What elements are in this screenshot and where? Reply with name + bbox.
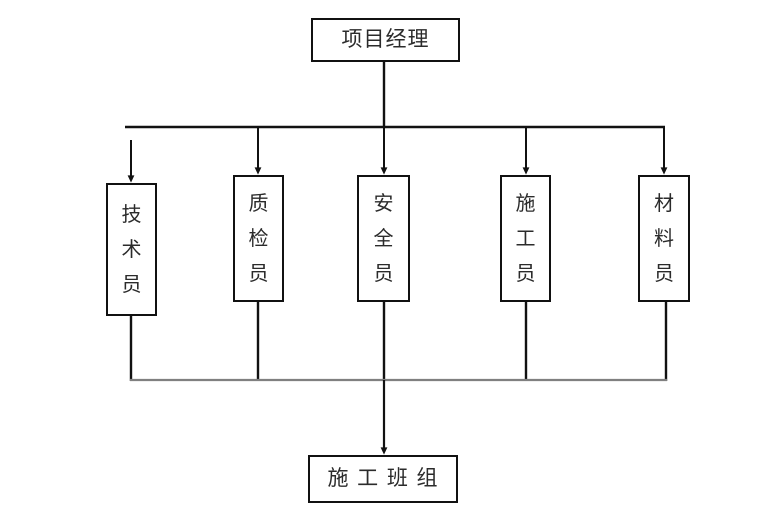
node-char: 员 — [121, 272, 142, 296]
node-label-quality-inspector: 质 检 员 — [249, 177, 269, 300]
node-label-project-manager: 项目经理 — [341, 27, 430, 52]
node-char: 员 — [248, 261, 269, 285]
node-technician[interactable]: 技 术 员 — [106, 183, 157, 316]
node-label-construction-officer: 施 工 员 — [516, 177, 536, 300]
node-material-officer[interactable]: 材 料 员 — [638, 175, 690, 302]
node-label-material-officer: 材 料 员 — [654, 177, 674, 300]
node-char: 术 — [121, 237, 142, 261]
node-char: 料 — [654, 226, 674, 250]
node-label-safety-officer: 安 全 员 — [374, 177, 394, 300]
node-char: 安 — [373, 191, 394, 215]
node-char: 工 — [515, 226, 536, 250]
node-char: 全 — [373, 226, 394, 250]
node-safety-officer[interactable]: 安 全 员 — [357, 175, 410, 302]
node-char: 质 — [248, 191, 269, 215]
node-char: 员 — [373, 261, 394, 285]
node-char: 员 — [654, 261, 674, 285]
node-char: 材 — [654, 191, 674, 215]
node-char: 技 — [121, 202, 142, 226]
node-char: 施 — [515, 191, 536, 215]
node-quality-inspector[interactable]: 质 检 员 — [233, 175, 284, 302]
node-label-construction-team: 施 工 班 组 — [327, 466, 439, 491]
node-char: 检 — [248, 226, 269, 250]
node-char: 员 — [515, 261, 536, 285]
node-construction-officer[interactable]: 施 工 员 — [500, 175, 551, 302]
node-project-manager[interactable]: 项目经理 — [311, 18, 460, 62]
node-construction-team[interactable]: 施 工 班 组 — [308, 455, 458, 503]
node-label-technician: 技 术 员 — [122, 185, 142, 314]
